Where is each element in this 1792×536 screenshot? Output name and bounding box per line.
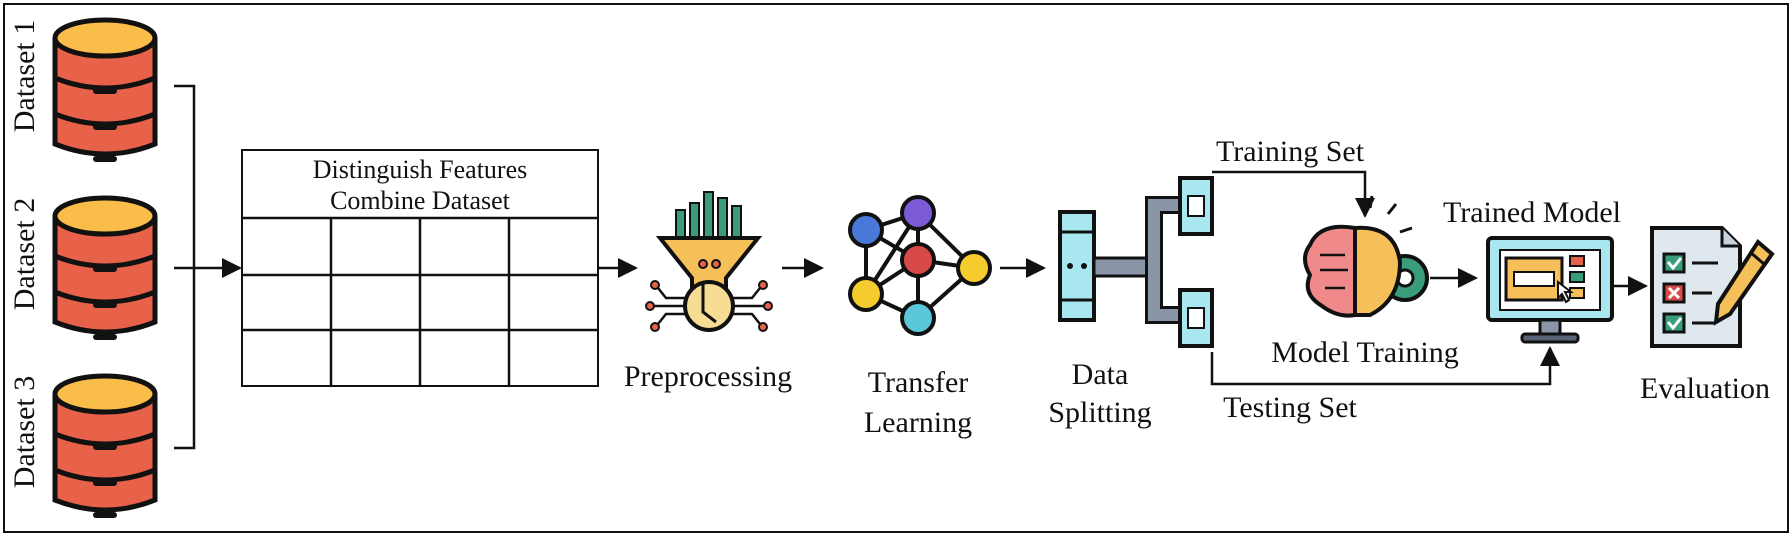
data-split-icon xyxy=(1058,176,1214,348)
testing-set-label: Testing Set xyxy=(1223,391,1357,424)
trained-model-label: Trained Model xyxy=(1443,196,1621,229)
dataset-1-label: Dataset 1 xyxy=(8,20,41,132)
training-set-arrow xyxy=(1212,170,1375,218)
outer-border xyxy=(3,3,1789,533)
evaluation-label: Evaluation xyxy=(1640,372,1770,405)
monitor-icon xyxy=(1486,236,1614,344)
training-set-label: Training Set xyxy=(1216,135,1365,168)
split-label-line2: Splitting xyxy=(1048,396,1151,429)
brain-gear-icon xyxy=(1303,195,1429,318)
testing-set-arrow xyxy=(1210,346,1560,386)
transfer-label-line2: Learning xyxy=(864,406,972,439)
dataset-3-label: Dataset 3 xyxy=(8,376,41,488)
neural-network-icon xyxy=(848,195,992,336)
funnel-chip-icon xyxy=(645,191,773,332)
dataset-3-database-icon xyxy=(55,376,155,518)
preprocessing-label: Preprocessing xyxy=(624,360,792,393)
dataset-2-label: Dataset 2 xyxy=(8,198,41,310)
table-title-line2: Combine Dataset xyxy=(330,186,511,215)
model-training-label: Model Training xyxy=(1271,336,1459,369)
table-title-line1: Distinguish Features xyxy=(313,155,528,184)
split-label-line1: Data xyxy=(1072,358,1129,391)
checklist-icon xyxy=(1650,226,1775,348)
dataset-2-database-icon xyxy=(55,198,155,340)
transfer-label-line1: Transfer xyxy=(868,366,969,399)
combined-dataset-table xyxy=(241,149,599,387)
dataset-1-database-icon xyxy=(55,20,155,162)
